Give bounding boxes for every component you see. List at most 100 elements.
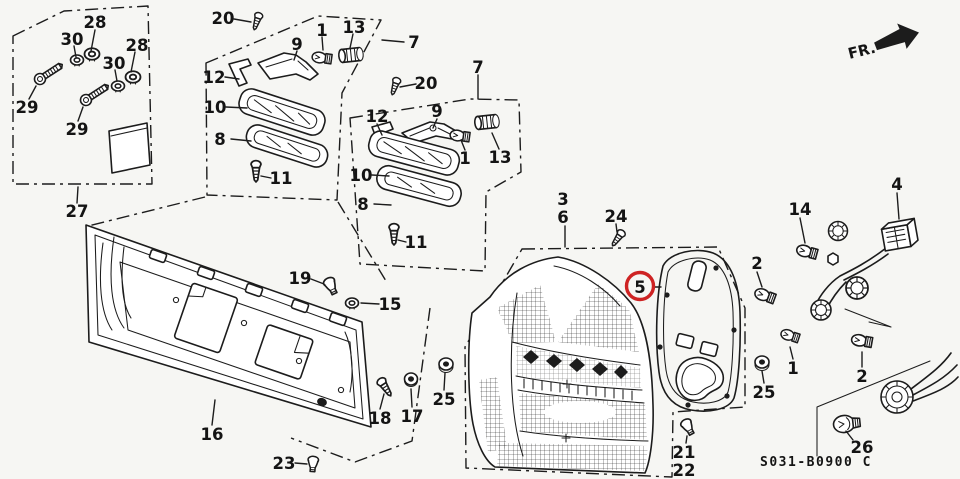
housing-10b (367, 130, 461, 176)
callout-30: 30 (103, 54, 126, 73)
label-sticker (108, 122, 151, 174)
callout-19: 19 (289, 269, 312, 288)
callout-25: 25 (753, 383, 776, 402)
hatch-upper-left (497, 285, 556, 343)
nut-30a (69, 54, 85, 67)
callout-4: 4 (891, 175, 902, 194)
assembly-axis-1 (87, 196, 206, 227)
callout-labels: 20 28 30 28 30 29 29 27 9 1 13 7 12 10 8… (16, 9, 903, 479)
callout-22: 22 (673, 461, 696, 479)
nut-28a (83, 47, 101, 62)
callout-30: 30 (61, 30, 84, 49)
bulb-holder-hex (827, 252, 839, 266)
license-light-7b-boundary (349, 98, 522, 272)
callout-2: 2 (856, 367, 867, 386)
callout-3: 3 (557, 190, 568, 209)
callout-27: 27 (66, 202, 89, 221)
callout-17: 17 (401, 407, 424, 426)
signal-band-diamonds (523, 350, 628, 379)
part-3-6-taillight-unit (467, 256, 654, 474)
callout-26: 26 (851, 438, 874, 457)
nut-30b (110, 80, 126, 93)
callout-13: 13 (343, 18, 366, 37)
tick-band (523, 378, 633, 401)
part-27-hardware-kit (31, 47, 151, 174)
callout-10: 10 (350, 166, 373, 185)
callout-21: 21 (673, 443, 696, 462)
hatch-bottom (497, 443, 648, 471)
part-7a-license-light-assy (228, 10, 365, 183)
harness-wires (815, 247, 889, 311)
gasket-boot-cutout (675, 356, 725, 402)
callout-28: 28 (84, 13, 107, 32)
callout-7: 7 (472, 58, 483, 77)
gasket-bolt-holes (657, 265, 737, 408)
callout-20: 20 (415, 74, 438, 93)
lens-8b (376, 164, 462, 208)
bracket-9a (257, 52, 319, 81)
highlight-circle-5 (624, 270, 656, 302)
hatch-upper-right (558, 284, 639, 352)
callout-7: 7 (408, 33, 419, 52)
housing-10a (238, 88, 326, 136)
callout-1: 1 (459, 149, 470, 168)
socket-26-wires (910, 352, 959, 402)
callout-12: 12 (366, 107, 389, 126)
part-4-wire-harness (810, 217, 919, 328)
socket-13a (337, 46, 365, 64)
socket-c (810, 299, 832, 321)
callout-20: 20 (212, 9, 235, 28)
hatch-side-strip (479, 377, 507, 452)
harness-leads (844, 308, 892, 328)
socket-a (827, 220, 849, 242)
nut-15 (344, 297, 360, 310)
callout-24: 24 (605, 207, 628, 226)
screw-marks (561, 379, 572, 443)
callout-15: 15 (379, 295, 402, 314)
grommet-17 (403, 372, 419, 388)
callout-5-highlighted: 5 (634, 278, 645, 297)
taillight-group-boundary (464, 246, 746, 478)
assembly-axis-2 (337, 201, 387, 282)
nut-25b (754, 355, 770, 372)
callout-29: 29 (16, 98, 39, 117)
callout-11: 11 (270, 169, 293, 188)
diagram-code: S031-B0900 C (760, 455, 872, 470)
callout-8: 8 (214, 130, 225, 149)
lens-8a (245, 124, 329, 168)
group-boundaries (12, 5, 746, 478)
part-5-gasket (655, 249, 742, 412)
nut-28b (124, 70, 142, 85)
socket-b (845, 276, 869, 300)
callout-1: 1 (316, 21, 327, 40)
callout-9: 9 (291, 35, 302, 54)
callout-25: 25 (433, 390, 456, 409)
callout-2: 2 (751, 254, 762, 273)
callout-14: 14 (789, 200, 812, 219)
part-16-license-garnish (85, 224, 372, 428)
callout-12: 12 (203, 68, 226, 87)
callout-11: 11 (405, 233, 428, 252)
callout-leader-lines (28, 18, 900, 465)
callout-29: 29 (66, 120, 89, 139)
callout-1: 1 (787, 359, 798, 378)
plate-cutout-right (254, 324, 314, 380)
callout-13: 13 (489, 148, 512, 167)
socket-13b (473, 113, 501, 131)
callout-16: 16 (201, 425, 224, 444)
garnish-mount-tabs (148, 248, 348, 327)
callout-23: 23 (273, 454, 296, 473)
license-light-7a-boundary (205, 15, 382, 201)
part-7b-license-light-assy (367, 75, 501, 246)
gasket-outline (655, 249, 742, 412)
callout-6: 6 (557, 208, 568, 227)
plate-cutout-left (173, 282, 239, 354)
nut-25a (438, 357, 454, 374)
fr-arrow-icon (874, 23, 919, 51)
callout-10: 10 (204, 98, 227, 117)
assembly-axis-3 (290, 307, 431, 463)
part-26-socket (816, 352, 959, 457)
callout-28: 28 (126, 36, 149, 55)
